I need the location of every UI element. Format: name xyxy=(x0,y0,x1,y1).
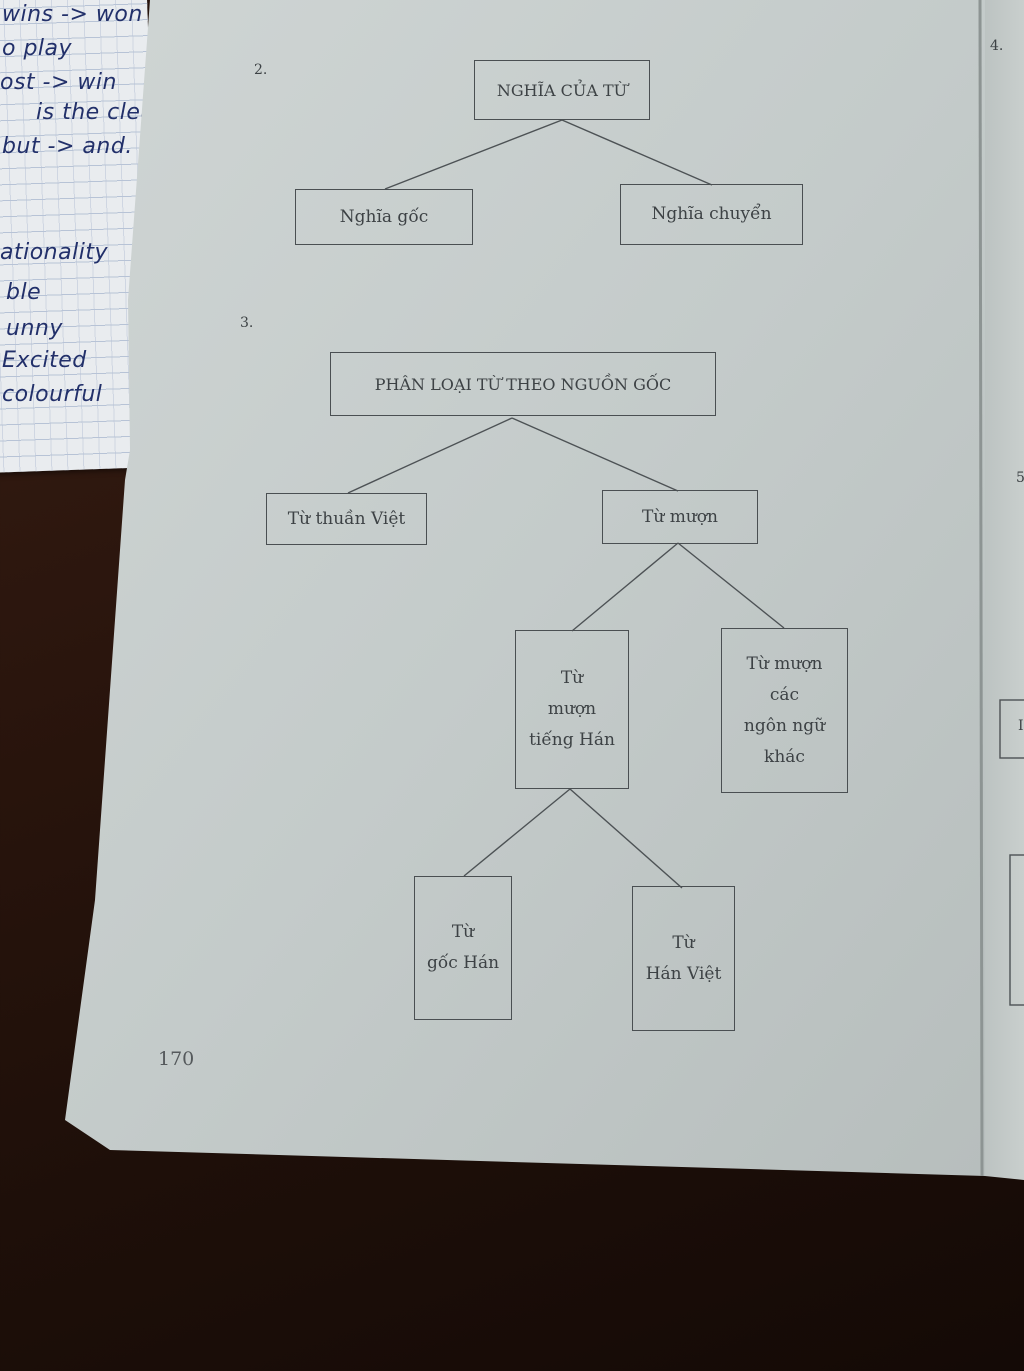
box-label: Từ thuần Việt xyxy=(287,508,406,529)
handwritten-line: Excited xyxy=(2,348,87,373)
section-3-number: 3. xyxy=(240,315,254,331)
box-tu-han-viet: Từ Hán Việt xyxy=(632,886,735,1031)
handwritten-line: is the clea xyxy=(36,100,155,125)
box-line: các xyxy=(769,684,800,705)
box-line: Từ mượn xyxy=(746,653,823,674)
root-box-nghia-cua-tu: NGHĨA CỦA TỪ xyxy=(474,60,650,120)
box-nghia-chuyen: Nghĩa chuyển xyxy=(620,184,803,245)
box-line: ngôn ngữ xyxy=(743,715,826,736)
root-label: PHÂN LOẠI TỪ THEO NGUỒN GỐC xyxy=(374,374,672,394)
right-box-mark: I xyxy=(1018,718,1024,734)
box-line: Từ xyxy=(672,932,695,953)
box-label: Từ mượn xyxy=(642,506,718,527)
box-tu-muon-tieng-han: Từ mượn tiếng Hán xyxy=(515,630,629,789)
box-line: Từ xyxy=(560,668,584,688)
box-line: mượn xyxy=(547,699,597,719)
box-tu-muon-ngon-ngu-khac: Từ mượn các ngôn ngữ khác xyxy=(721,628,848,793)
box-line: gốc Hán xyxy=(426,953,500,973)
box-line: khác xyxy=(764,746,805,767)
box-nghia-goc: Nghĩa gốc xyxy=(295,189,473,245)
box-line: Hán Việt xyxy=(645,963,722,984)
handwritten-line: unny xyxy=(6,316,63,341)
root-box-phan-loai: PHÂN LOẠI TỪ THEO NGUỒN GỐC xyxy=(330,352,716,416)
section-2-number: 2. xyxy=(254,62,268,78)
box-label: Nghĩa chuyển xyxy=(651,204,772,224)
box-tu-thuan-viet: Từ thuần Việt xyxy=(266,493,427,545)
page-number: 170 xyxy=(158,1048,195,1070)
box-line: tiếng Hán xyxy=(529,730,615,750)
box-line: Từ xyxy=(451,922,475,942)
box-tu-goc-han: Từ gốc Hán xyxy=(414,876,512,1020)
handwritten-line: ble xyxy=(6,280,42,305)
handwritten-line: ost -> win xyxy=(0,70,117,95)
box-label: Nghĩa gốc xyxy=(339,206,429,227)
root-label: NGHĨA CỦA TỪ xyxy=(496,80,628,100)
handwritten-line: but -> and. xyxy=(2,134,133,159)
right-edge-mark: 5 xyxy=(1016,470,1024,486)
handwritten-line: ationality xyxy=(0,240,108,265)
box-tu-muon: Từ mượn xyxy=(602,490,758,544)
right-page-number: 4. xyxy=(990,38,1004,54)
handwritten-line: o play xyxy=(2,36,73,61)
handwritten-line: wins -> won xyxy=(2,2,143,27)
handwritten-line: colourful xyxy=(2,382,103,407)
